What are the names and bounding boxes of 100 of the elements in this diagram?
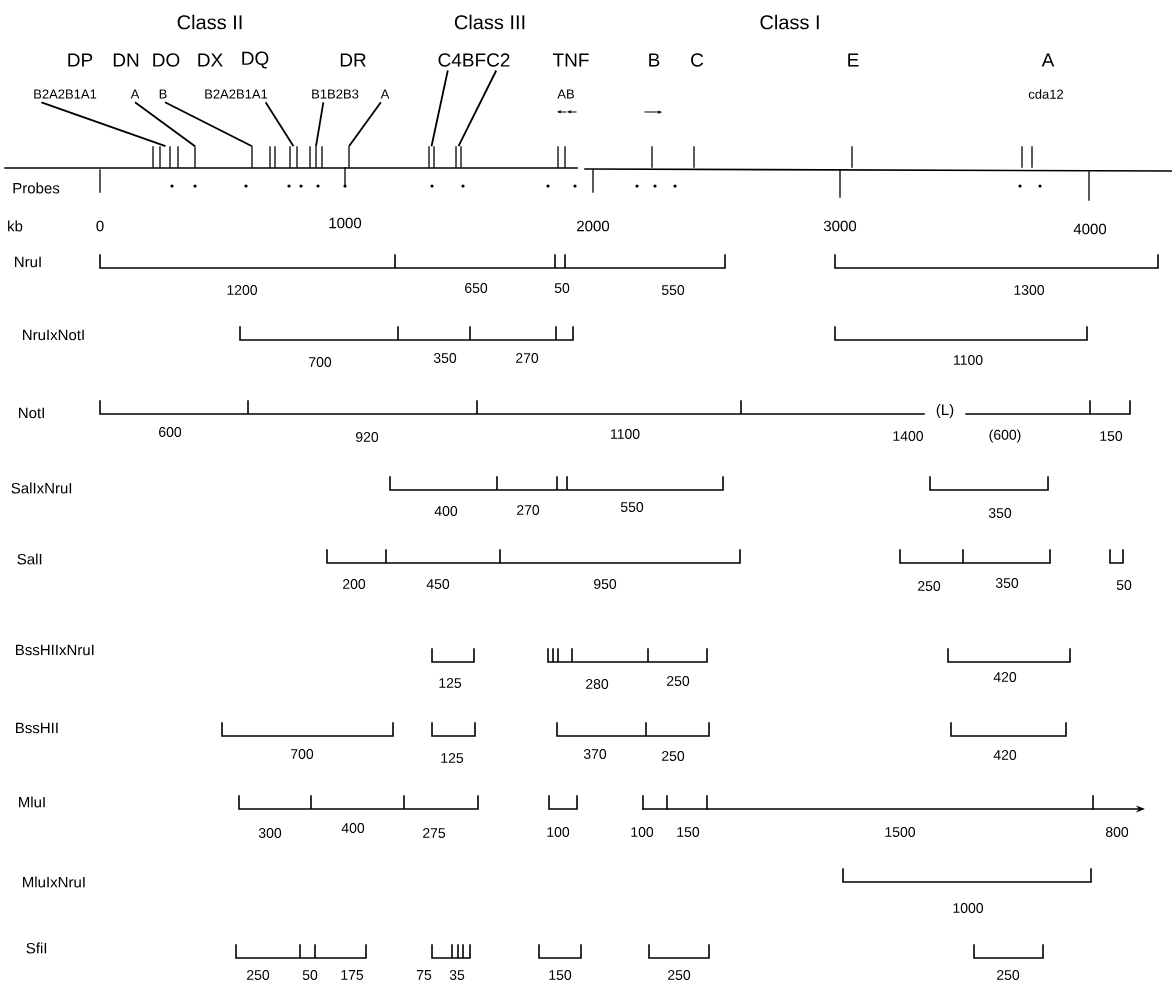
fragment-size: 1000 xyxy=(953,903,984,913)
fragment-size: 1100 xyxy=(611,429,640,439)
fragment-size: (L) xyxy=(936,404,954,418)
gene-label: B2A2B1A1 xyxy=(34,89,97,99)
fragment-size: 420 xyxy=(993,672,1017,682)
enzyme-label: SfiI xyxy=(26,942,47,954)
scale-number: 0 xyxy=(96,220,104,232)
gene-label: DN xyxy=(113,53,139,67)
fragment-size: 300 xyxy=(258,828,282,838)
enzyme-label: NruI xyxy=(15,256,41,268)
enzyme-label: NruIxNotI xyxy=(23,329,84,341)
scale-number: 4000 xyxy=(1073,223,1107,235)
gene-label: E xyxy=(848,53,859,67)
fragment-size: 250 xyxy=(918,581,941,591)
fragment-size: 700 xyxy=(309,357,332,367)
fragment-size: 1300 xyxy=(1014,285,1045,295)
gene-label: B xyxy=(159,89,167,99)
fragment-size: (600) xyxy=(989,429,1021,443)
gene-label: B2A2B1A1 xyxy=(205,89,268,99)
fragment-size: 50 xyxy=(1116,580,1132,590)
leader-line xyxy=(430,69,449,148)
fragment-size: 35 xyxy=(449,970,465,980)
gene-label: A xyxy=(380,89,390,99)
fragment-size: 920 xyxy=(356,432,379,442)
enzyme-label: BssHIIxNruI xyxy=(16,644,94,656)
gene-marker xyxy=(289,146,298,168)
gene-marker xyxy=(455,146,462,168)
gene-label: DR xyxy=(340,53,366,67)
fragment-size: 950 xyxy=(594,579,617,589)
fragment-size: 150 xyxy=(1100,431,1123,441)
fragment-size: 450 xyxy=(426,579,450,589)
fragment-size: 400 xyxy=(341,823,365,833)
fragment-size: 350 xyxy=(988,508,1012,518)
fragment-size: 250 xyxy=(667,676,690,686)
gene-label: C xyxy=(691,53,704,67)
fragment-size: 400 xyxy=(434,506,458,516)
fragment-size: 275 xyxy=(423,828,446,838)
leader-line xyxy=(40,101,167,148)
gene-label: B1B2B3 xyxy=(312,89,359,99)
fragment-size: 175 xyxy=(341,970,364,980)
fragment-size: 150 xyxy=(677,827,700,837)
enzyme-label: SalIxNruI xyxy=(11,482,72,494)
fragment-size: 125 xyxy=(439,678,462,688)
fragment-size: 1400 xyxy=(893,431,924,441)
gene-label: cda12 xyxy=(1028,89,1064,99)
gene-marker xyxy=(194,146,196,168)
gene-label: DO xyxy=(153,53,180,67)
scale-label: kb xyxy=(8,220,23,232)
scale-number: 3000 xyxy=(823,220,857,232)
fragment-size: 370 xyxy=(583,749,607,759)
gene-marker xyxy=(152,146,179,168)
fragment-size: 250 xyxy=(668,970,691,980)
gene-label: DP xyxy=(68,53,93,67)
fragment-size: 1200 xyxy=(227,285,258,295)
gene-label: DX xyxy=(198,53,223,67)
class-label: Class I xyxy=(760,14,819,30)
fragment-size: 50 xyxy=(302,970,318,980)
enzyme-label: NotI xyxy=(19,407,44,419)
gene-marker xyxy=(428,146,435,168)
gene-label: TNF xyxy=(552,53,589,67)
fragment-size: 270 xyxy=(516,353,539,363)
fragment-size: 1100 xyxy=(954,355,983,365)
fragment-size: 270 xyxy=(517,505,540,515)
leader-line xyxy=(264,101,295,148)
fragment-size: 550 xyxy=(620,502,644,512)
scale-number: 2000 xyxy=(577,220,610,232)
leader-line xyxy=(164,101,253,148)
probes-label: Probes xyxy=(13,182,60,194)
fragment-size: 420 xyxy=(993,750,1017,760)
leader-line xyxy=(348,101,382,148)
fragment-size: 200 xyxy=(343,579,366,589)
fragment-size: 350 xyxy=(433,353,457,363)
fragment-size: 550 xyxy=(661,285,685,295)
fragment-size: 600 xyxy=(159,427,182,437)
leader-line xyxy=(134,101,196,148)
gene-label: A xyxy=(130,89,140,99)
fragment-size: 280 xyxy=(586,679,609,689)
class-label: Class II xyxy=(177,14,242,30)
enzyme-label: SalI xyxy=(17,553,42,565)
fragment-size: 1500 xyxy=(885,827,916,837)
fragment-size: 100 xyxy=(547,827,570,837)
fragment-size: 150 xyxy=(549,970,572,980)
gene-marker xyxy=(348,146,350,168)
fragment-size: 650 xyxy=(465,283,488,293)
fragment-size: 250 xyxy=(662,751,685,761)
fragment-size: 100 xyxy=(631,827,654,837)
gene-label: DQ xyxy=(242,51,269,69)
leader-line xyxy=(457,69,498,148)
fragment-size: 50 xyxy=(554,283,570,293)
gene-label: C4BFC2 xyxy=(438,53,510,67)
fragment-size: 800 xyxy=(1105,827,1129,837)
gene-marker xyxy=(309,146,323,168)
gene-label: A xyxy=(1041,53,1055,67)
enzyme-label: MluIxNruI xyxy=(23,876,85,888)
enzyme-label: MluI xyxy=(19,796,45,808)
fragment-size: 350 xyxy=(995,578,1019,588)
fragment-size: 75 xyxy=(416,970,432,980)
leader-line xyxy=(315,101,325,148)
enzyme-label: BssHII xyxy=(16,722,58,734)
class-label: Class III xyxy=(454,14,525,30)
